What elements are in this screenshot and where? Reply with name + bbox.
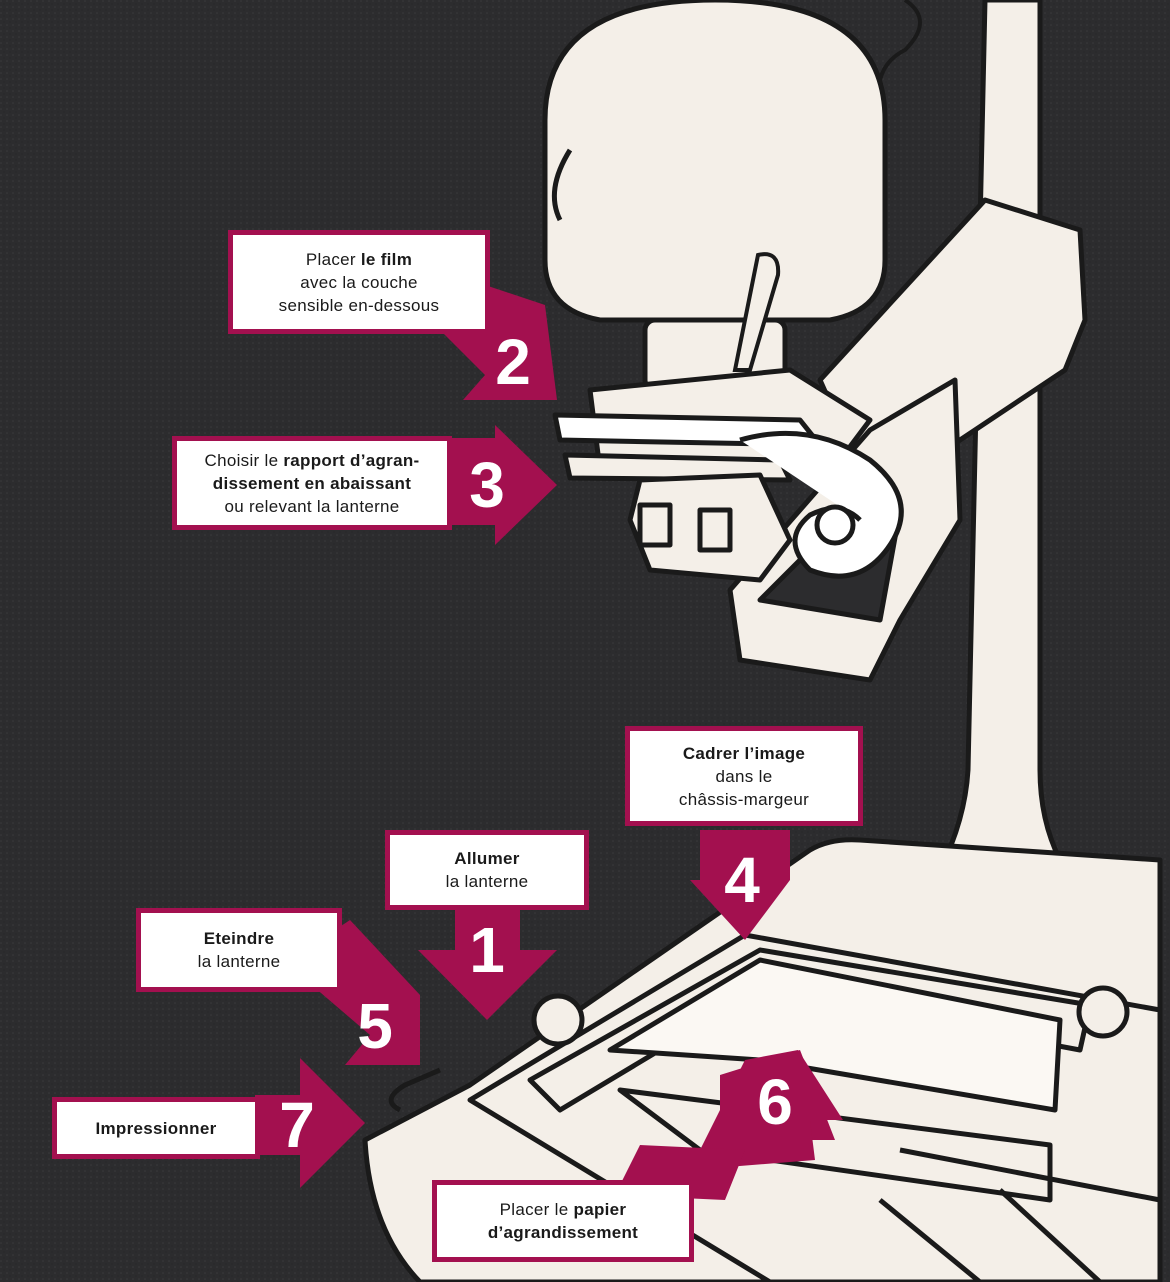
step-2-line-2: avec la couche	[300, 272, 418, 292]
step-6-text-bold: papier	[573, 1200, 627, 1219]
step-4-label: Cadrer l’image dans le châssis-margeur	[625, 726, 863, 826]
step-3-number: 3	[469, 449, 505, 521]
step-2-text-plain: Placer	[305, 249, 361, 269]
step-6-number: 6	[757, 1066, 793, 1138]
step-4-line-3: châssis-margeur	[678, 789, 810, 809]
step-2-number: 2	[495, 326, 531, 398]
arrows	[255, 285, 843, 1200]
step-7-label: Impressionner	[52, 1097, 260, 1159]
step-6-line-2: d’agrandissement	[487, 1223, 639, 1242]
step-1-number: 1	[469, 914, 505, 986]
negative-carrier	[552, 367, 904, 583]
step-4-number: 4	[724, 844, 760, 916]
step-4-line-2: dans le	[715, 766, 773, 786]
step-3-line-2: dissement en abaissant	[212, 473, 412, 493]
arrow-7	[255, 1058, 365, 1188]
arrow-4	[690, 830, 790, 940]
arrow-3	[440, 425, 557, 545]
step-3-line-3: ou relevant la lanterne	[224, 496, 400, 516]
step-5-text-bold: Eteindre	[203, 929, 275, 948]
step-1-line-2: la lanterne	[445, 872, 529, 891]
step-5-number: 5	[357, 990, 393, 1062]
arrow-1	[418, 905, 557, 1020]
step-5-line-2: la lanterne	[197, 952, 281, 971]
step-3-label: Choisir le rapport d’agran- dissement en…	[172, 436, 452, 530]
step-1-label: Allumer la lanterne	[385, 830, 589, 910]
step-3-text-bold: rapport d’agran-	[283, 450, 420, 470]
step-2-line-3: sensible en-dessous	[278, 295, 440, 315]
step-7-text-bold: Impressionner	[95, 1118, 217, 1138]
step-6-text-plain: Placer le	[499, 1200, 574, 1219]
step-6-label: Placer le papier d’agrandissement	[432, 1180, 694, 1262]
step-3-text-plain: Choisir le	[204, 450, 284, 470]
step-1-text-bold: Allumer	[454, 849, 520, 868]
step-4-text-bold: Cadrer l’image	[682, 743, 806, 763]
step-2-label: Placer le film avec la couche sensible e…	[228, 230, 490, 334]
step-5-label: Eteindre la lanterne	[136, 908, 342, 992]
step-2-text-bold: le film	[360, 249, 413, 269]
arrow-6-tail	[690, 1050, 843, 1170]
step-7-number: 7	[279, 1089, 315, 1161]
